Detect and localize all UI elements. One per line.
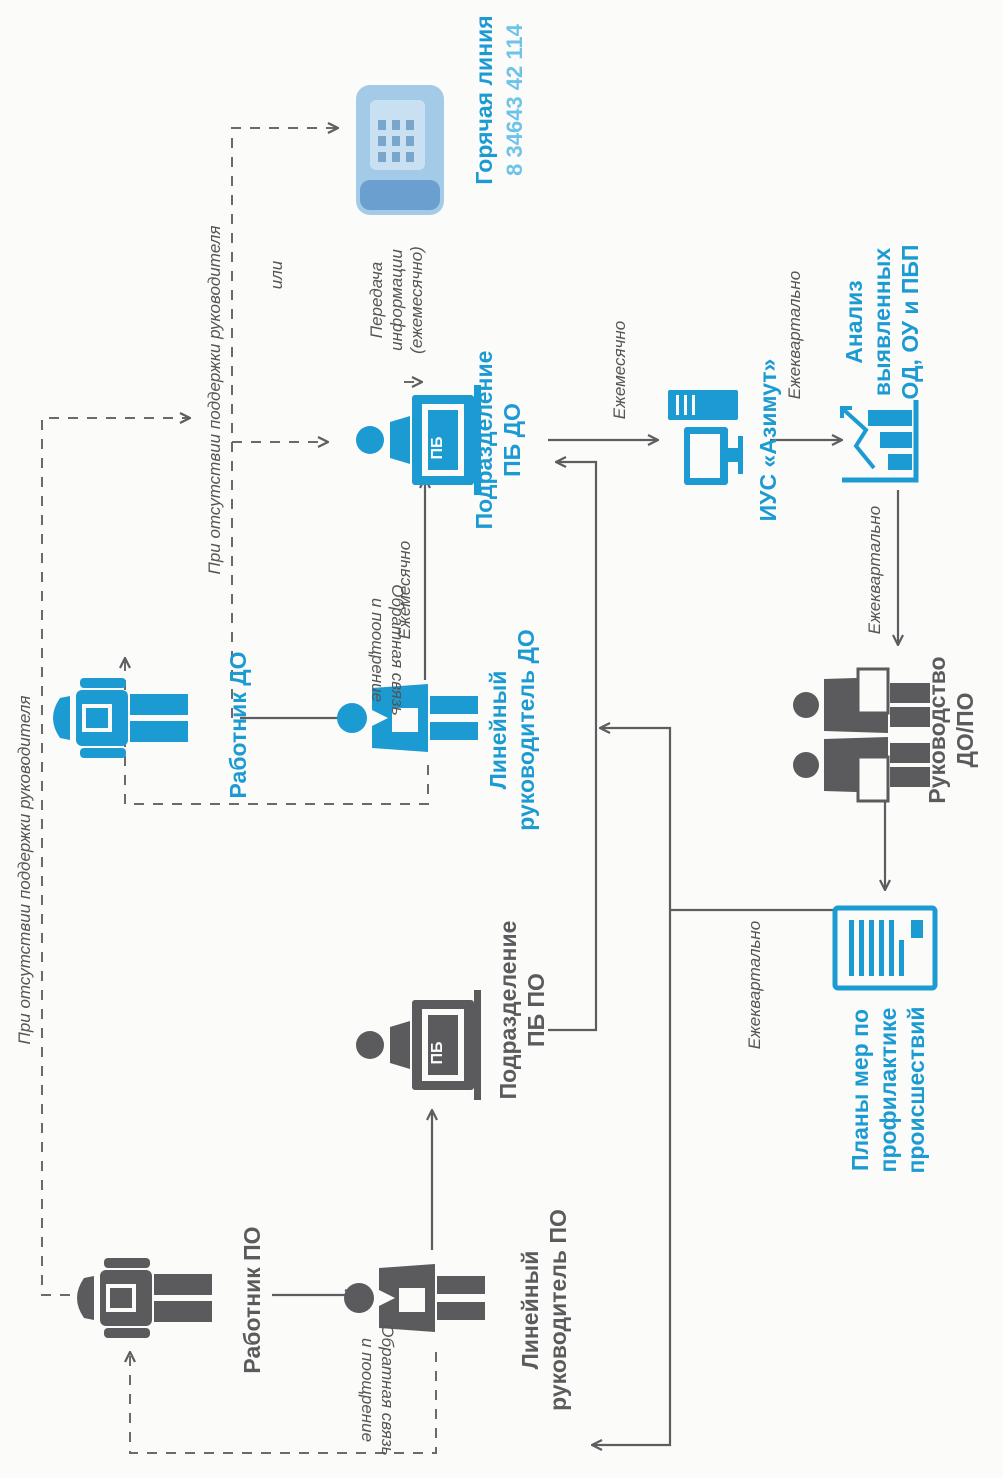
- analysis-line3: ОД, ОУ и ПБП: [897, 245, 923, 400]
- plans-label: Планы мер по профилактике происшествий: [847, 1006, 929, 1173]
- hotline-label: Горячая линия 8 34643 42 114: [471, 15, 527, 184]
- quarterly-label-ius-analysis: Ежеквартально: [785, 271, 804, 400]
- analysis-label: Анализ выявленных ОД, ОУ и ПБП: [841, 245, 923, 400]
- document-icon: [832, 905, 938, 991]
- pb-po-workstation-icon: [356, 990, 481, 1100]
- plans-line3: происшествий: [903, 1006, 929, 1173]
- transfer-line2: информации: [387, 249, 406, 351]
- pb-do-sign: ПБ: [429, 437, 446, 460]
- hotline-phone: 8 34643 42 114: [502, 23, 527, 175]
- hotline-title: Горячая линия: [471, 15, 497, 184]
- transfer-line1: Передача: [367, 262, 386, 338]
- computer-icon: [668, 390, 743, 485]
- arrow-pb-po-to-pb-do: [548, 462, 598, 1032]
- plans-line1: Планы мер по: [847, 1009, 873, 1171]
- no-support-label-outer: При отсутствии поддержки руководителя: [15, 696, 34, 1045]
- analysis-line1: Анализ: [841, 280, 867, 363]
- no-support-label-inner: При отсутствии поддержки руководителя: [205, 226, 224, 575]
- worker-po-icon: [77, 1258, 212, 1338]
- pb-do-line1: Подразделение: [471, 351, 497, 530]
- feedback-po-line2: и поощрение: [358, 1338, 377, 1442]
- phone-icon: [356, 85, 444, 215]
- feedback-do-label: Обратная связь и поощрение: [368, 584, 407, 715]
- feedback-do-line1: Обратная связь: [388, 584, 407, 715]
- connectors: [41, 128, 898, 1454]
- line-mgr-po-line1: Линейный: [517, 1251, 543, 1370]
- worker-do-icon: [53, 678, 188, 758]
- pb-po-label: Подразделение ПБ ПО: [495, 921, 549, 1100]
- dashed-feedback-po: [130, 1352, 437, 1454]
- line-mgr-do-line1: Линейный: [485, 671, 511, 790]
- transfer-line3: (ежемесячно): [407, 246, 426, 354]
- transfer-label: Передача информации (ежемесячно): [367, 246, 426, 354]
- arrow-bus-to-line-do: [600, 728, 672, 910]
- ius-label: ИУС «Азимут»: [755, 359, 781, 522]
- worker-do-text: Работник ДО: [225, 652, 251, 799]
- pb-do-line2: ПБ ДО: [499, 403, 525, 477]
- monthly-label-line-do: Ежемесячно: [395, 541, 414, 639]
- line-manager-do-icon: [337, 684, 478, 752]
- ius-text: ИУС «Азимут»: [755, 359, 781, 522]
- plans-line2: профилактике: [875, 1008, 901, 1173]
- line-manager-po-icon: [344, 1264, 485, 1332]
- management-label: Руководство ДО/ПО: [924, 656, 978, 803]
- pb-do-label: Подразделение ПБ ДО: [471, 351, 525, 530]
- or-label: или: [267, 260, 286, 289]
- feedback-po-line1: Обратная связь: [378, 1324, 397, 1455]
- pb-do-workstation-icon: [356, 385, 481, 495]
- analysis-chart-icon: [840, 400, 919, 483]
- management-line2: ДО/ПО: [952, 692, 978, 767]
- quarterly-label-analysis-mgmt: Ежеквартально: [865, 506, 884, 635]
- line-mgr-po-label: Линейный руководитель ПО: [517, 1209, 571, 1411]
- management-line1: Руководство: [924, 656, 950, 803]
- analysis-line2: выявленных: [869, 248, 895, 397]
- pb-po-sign: ПБ: [429, 1042, 446, 1065]
- worker-po-text: Работник ПО: [239, 1226, 265, 1373]
- quarterly-label-plans: Ежеквартально: [745, 921, 764, 1050]
- pb-po-line1: Подразделение: [495, 921, 521, 1100]
- line-mgr-po-line2: руководитель ПО: [545, 1209, 571, 1411]
- pb-po-line2: ПБ ПО: [523, 973, 549, 1047]
- line-mgr-do-line2: руководитель ДО: [513, 629, 539, 831]
- dashed-feedback-do: [125, 658, 429, 805]
- dashed-worker-do-to-hotline: [231, 128, 338, 718]
- management-people-icon: [793, 667, 930, 803]
- monthly-label-pb-ius: Ежемесячно: [610, 321, 629, 419]
- arrow-bus-to-line-po: [592, 910, 672, 1445]
- feedback-po-label: Обратная связь и поощрение: [358, 1324, 397, 1455]
- dashed-worker-po-to-pb-do: [41, 418, 190, 1296]
- worker-do-label: Работник ДО: [225, 652, 251, 799]
- worker-po-label: Работник ПО: [239, 1226, 265, 1373]
- line-mgr-do-label: Линейный руководитель ДО: [485, 629, 539, 831]
- feedback-do-line2: и поощрение: [368, 598, 387, 702]
